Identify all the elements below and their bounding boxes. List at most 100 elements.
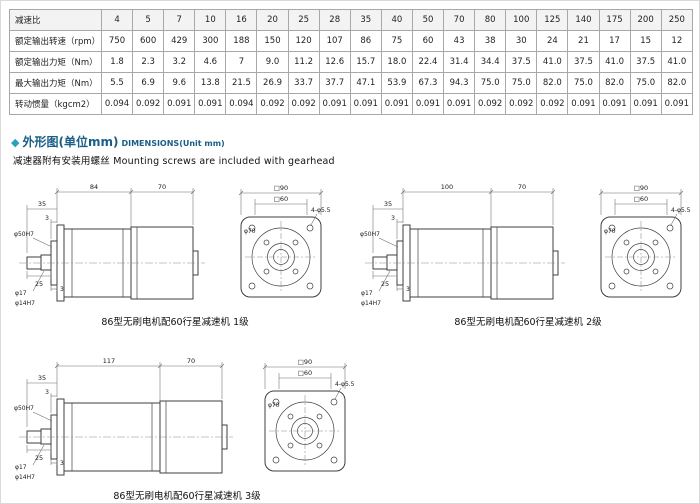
spec-cell: 0.091 [194,93,227,115]
dim-motor-length: 70 [158,183,166,191]
spec-cell: 0.091 [629,93,662,115]
spec-cell: 22.4 [411,51,445,73]
spec-cell: 15 [629,30,662,52]
spec-cell: 60 [411,30,445,52]
spec-cell: 125 [536,9,569,31]
dim-25: 25 [381,280,389,288]
front-view-drawing-1: □90 □60 φ70 4-φ5.5 [238,184,331,298]
label-mount-holes: 4-φ5.5 [335,381,355,388]
mount-hole [666,224,674,232]
label-shaft-diameter-2: φ14H7 [15,300,35,307]
dim-flange-square: □90 [298,358,312,366]
side-view-drawing-2: 100 70 35 3 φ50H7 φ17 φ14H7 25 [360,183,565,307]
spec-cell: 17 [598,30,631,52]
spec-cell: 11.2 [287,51,320,73]
spec-cell: 70 [443,9,476,31]
label-pilot-diameter: φ50H7 [14,405,34,412]
spec-cell: 7 [163,9,196,31]
screw-hole [292,268,299,275]
spec-cell: 4 [100,9,134,31]
label-pilot-circle: φ70 [244,228,256,235]
screw-hole [652,268,659,275]
spec-cell: 41.0 [598,51,631,73]
spec-cell: 43 [443,30,476,52]
side-view-drawing-1: 84 70 35 3 φ50H7 φ17 φ14H7 25 [14,183,205,307]
screw-hole [287,413,294,420]
dim-3b: 3 [406,286,410,293]
mount-hole [306,282,314,290]
spec-cell: 120 [287,30,320,52]
spec-cell: 0.092 [505,93,538,115]
label-pilot-diameter: φ50H7 [14,231,34,238]
screw-hole [316,413,323,420]
spec-cell: 4.6 [194,51,227,73]
spec-cell: 20 [256,9,289,31]
spec-cell: 107 [318,30,351,52]
label-shaft-diameter-1: φ17 [15,290,27,297]
spec-cell: 53.9 [380,72,413,94]
dim-25: 25 [35,280,43,288]
spec-cell: 75.0 [567,72,600,94]
label-pilot-circle: φ70 [604,228,616,235]
spec-cell: 175 [598,9,631,31]
spec-cell: 0.094 [100,93,134,115]
spec-cell: 5.5 [100,72,134,94]
spec-cell: 250 [660,9,694,31]
front-view-drawing-2: □90 □60 φ70 4-φ5.5 [598,184,691,298]
spec-cell: 1.8 [100,51,134,73]
spec-cell: 37.5 [567,51,600,73]
spec-cell: 86 [349,30,382,52]
spec-cell: 0.092 [256,93,289,115]
spec-row-label: 额定输出力矩（Nm） [9,51,102,73]
screw-hole [287,442,294,449]
screw-hole [292,239,299,246]
spec-cell: 21 [567,30,600,52]
dim-inner-square: □60 [634,195,648,203]
spec-cell: 0.091 [660,93,694,115]
spec-cell: 12 [660,30,694,52]
screw-hole [623,239,630,246]
dim-motor-length: 70 [518,183,526,191]
spec-cell: 24 [536,30,569,52]
spec-cell: 94.3 [443,72,476,94]
dim-motor-length: 70 [187,357,195,365]
spec-cell: 12.6 [318,51,351,73]
spec-cell: 3.2 [163,51,196,73]
spec-cell: 150 [256,30,289,52]
spec-cell: 18.0 [380,51,413,73]
spec-cell: 0.091 [163,93,196,115]
spec-cell: 0.092 [287,93,320,115]
dim-35: 35 [38,200,46,208]
side-view-drawing-3: 117 70 35 3 φ50H7 φ17 φ14H7 25 [14,357,233,481]
drawing-group-1: 84 70 35 3 φ50H7 φ17 φ14H7 25 [13,179,337,328]
drawing-caption-3: 86型无刷电机配60行星减速机 3级 [113,491,261,502]
drawing-caption-2: 86型无刷电机配60行星减速机 2级 [454,317,602,328]
spec-cell: 82.0 [660,72,694,94]
label-shaft-diameter-1: φ17 [15,464,27,471]
spec-cell: 37.7 [318,72,351,94]
spec-cell: 2.3 [132,51,165,73]
dim-gearbox-length: 117 [103,357,115,365]
dim-3: 3 [391,215,395,222]
screw-hole [263,268,270,275]
spec-cell: 31.4 [443,51,476,73]
dim-3b: 3 [60,460,64,467]
spec-cell: 0.091 [443,93,476,115]
spec-cell: 28 [318,9,351,31]
spec-cell: 0.092 [474,93,507,115]
spec-cell: 41.0 [660,51,694,73]
spec-cell: 82.0 [536,72,569,94]
dim-inner-square: □60 [298,369,312,377]
spec-cell: 75.0 [474,72,507,94]
spec-cell: 9.6 [163,72,196,94]
dim-flange-square: □90 [274,184,288,192]
front-view-drawing-3: □90 □60 φ70 4-φ5.5 [262,358,355,472]
shaft-step [40,428,52,445]
spec-cell: 0.091 [318,93,351,115]
spec-cell: 600 [132,30,165,52]
mount-hole [272,456,280,464]
mount-hole [608,282,616,290]
